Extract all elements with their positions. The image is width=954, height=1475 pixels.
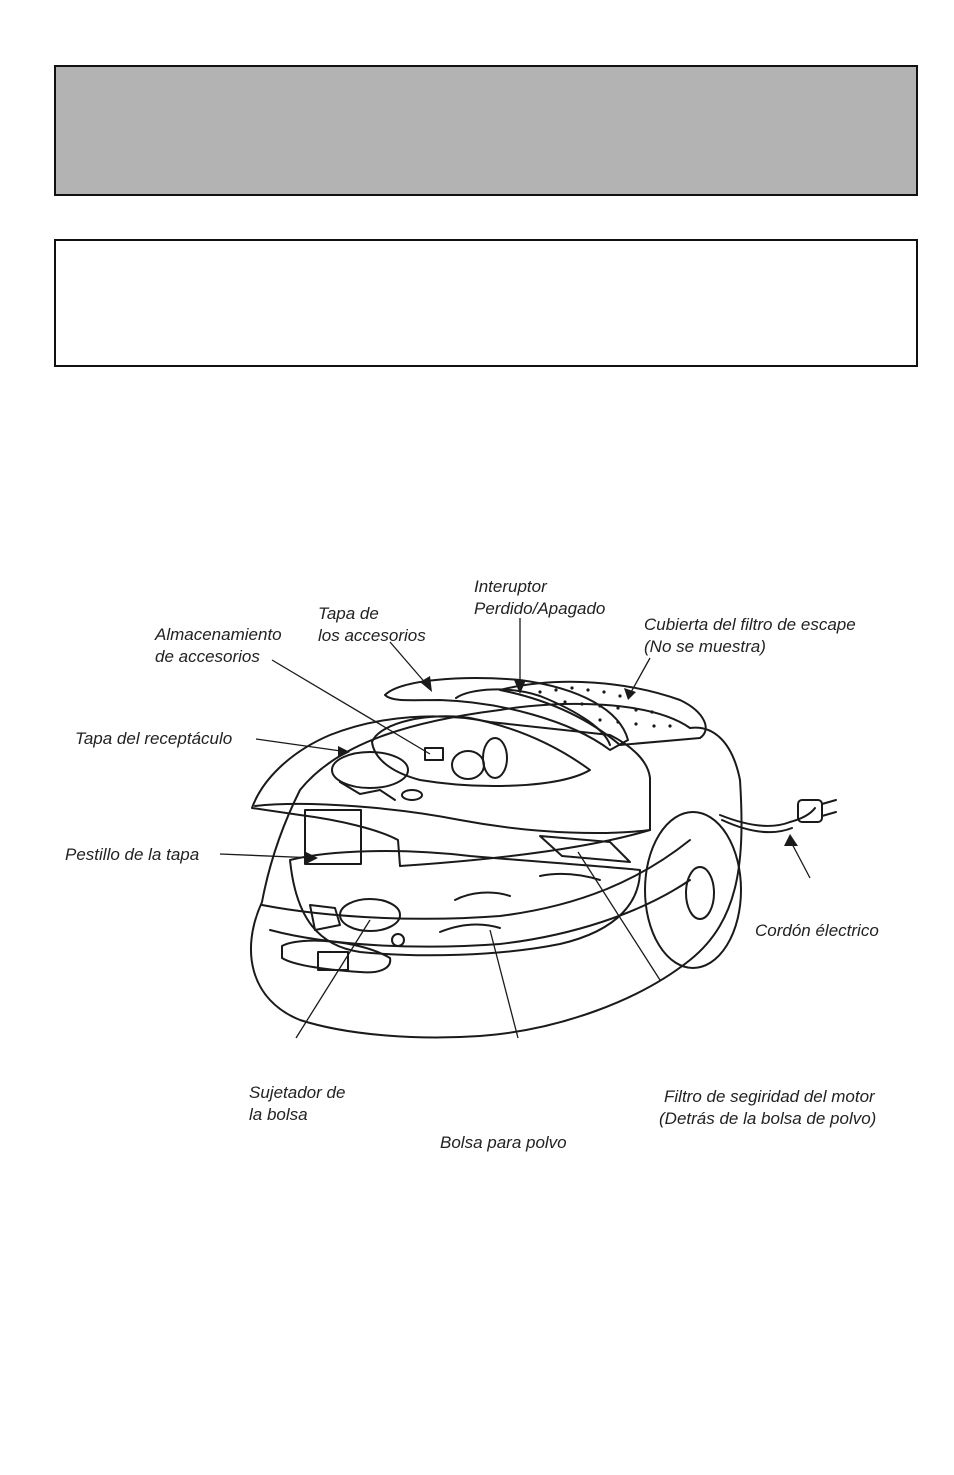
- arrow-bag-lid: [338, 746, 350, 758]
- front-slot: [317, 951, 349, 971]
- lid-button: [401, 789, 423, 801]
- leader-bag-holder: [295, 919, 371, 1039]
- tool-storage: [371, 715, 591, 787]
- motor-filter: [539, 835, 631, 863]
- leader-motor-filter: [577, 851, 661, 981]
- arrow-exhaust: [624, 688, 636, 700]
- label-motor-filter-line1: Filtro de segiridad del motor: [664, 1087, 875, 1106]
- exhaust-hole: [598, 704, 602, 708]
- label-switch-line1: Interuptor: [474, 577, 547, 596]
- label-switch: Interuptor Perdido/Apagado: [474, 576, 605, 620]
- exhaust-hole: [616, 720, 620, 724]
- label-bag-lid: Tapa del receptáculo: [75, 729, 233, 748]
- shell-inner-line: [261, 839, 691, 920]
- leader-bag-lid: [255, 738, 349, 753]
- exhaust-hole: [634, 722, 638, 726]
- leader-dust-bag: [489, 929, 519, 1039]
- leader-tool-storage: [271, 659, 431, 755]
- power-cord-2: [721, 819, 793, 834]
- exhaust-hole: [668, 724, 672, 728]
- leader-tool-cover: [389, 641, 429, 687]
- power-cord: [719, 807, 816, 827]
- bag-holder-knob: [391, 933, 405, 947]
- exhaust-hole: [602, 690, 606, 694]
- wheel-hub: [685, 866, 715, 920]
- exhaust-cover: [499, 680, 707, 746]
- bag-wrinkle-3: [439, 923, 501, 933]
- bag-wrinkle-2: [539, 872, 601, 881]
- bag-wrinkle-1: [454, 891, 511, 901]
- header-band: [54, 65, 918, 196]
- arrow-latch: [306, 852, 318, 864]
- label-exhaust-cover-line2: (No se muestra): [644, 637, 766, 656]
- leader-exhaust: [629, 657, 651, 695]
- exhaust-hole: [650, 710, 654, 714]
- exhaust-hole: [586, 688, 590, 692]
- label-exhaust-cover: Cubierta del filtro de escape (No se mue…: [644, 614, 856, 658]
- bumper-line: [269, 879, 691, 948]
- exhaust-hole: [598, 718, 602, 722]
- canister-body: [250, 702, 743, 1039]
- label-tool-storage: Almacenamiento de accesorios: [155, 624, 282, 668]
- exhaust-hole: [634, 708, 638, 712]
- plug-prong-1: [821, 799, 837, 805]
- leader-cord: [789, 839, 811, 879]
- label-bag-holder-line1: Sujetador de: [249, 1083, 346, 1102]
- bag-lid-top: [254, 802, 651, 834]
- label-tool-cover-line1: Tapa de: [318, 604, 379, 623]
- label-exhaust-cover-line1: Cubierta del filtro de escape: [644, 615, 856, 634]
- label-tool-cover-line2: los accesorios: [318, 626, 426, 645]
- label-motor-filter: Filtro de segiridad del motor (Detrás de…: [659, 1086, 876, 1130]
- label-cord: Cordón électrico: [755, 921, 879, 940]
- label-dust-bag: Bolsa para polvo: [440, 1133, 567, 1152]
- arrow-switch: [514, 680, 526, 694]
- exhaust-hole: [538, 690, 542, 694]
- arrow-cord: [784, 834, 798, 846]
- tool-roller: [482, 737, 508, 779]
- exhaust-hole: [563, 700, 567, 704]
- label-motor-filter-line2: (Detrás de la bolsa de polvo): [659, 1109, 877, 1128]
- exhaust-hole: [652, 724, 656, 728]
- label-switch-line2: Perdido/Apagado: [474, 599, 606, 618]
- label-bag-holder-line2: la bolsa: [249, 1105, 308, 1124]
- tool-cover: [384, 677, 629, 751]
- leader-latch: [219, 853, 317, 859]
- bag-lid: [251, 715, 651, 867]
- front-handle: [281, 939, 392, 974]
- notice-box: [54, 239, 918, 367]
- label-lid-latch: Pestillo de la tapa: [65, 845, 200, 864]
- exhaust-hole: [616, 706, 620, 710]
- label-tool-storage-line2: de accesorios: [155, 647, 260, 666]
- plug: [797, 799, 823, 823]
- lid-latch: [304, 809, 362, 865]
- label-bag-holder: Sujetador de la bolsa: [249, 1082, 345, 1126]
- label-tool-cover: Tapa de los accesorios: [318, 603, 426, 647]
- bag-holder-ring: [339, 898, 401, 932]
- exhaust-hole: [618, 694, 622, 698]
- dust-bag: [289, 850, 641, 957]
- label-tool-storage-line1: Almacenamiento: [155, 625, 282, 644]
- exhaust-hole: [570, 686, 574, 690]
- bag-holder-clip: [309, 904, 341, 931]
- rear-wheel: [644, 811, 742, 969]
- tool-crevice: [424, 747, 444, 761]
- lid-port-key: [339, 781, 396, 801]
- lid-port: [331, 751, 409, 789]
- arrow-tool-cover: [420, 676, 432, 692]
- plug-prong-2: [821, 811, 837, 817]
- exhaust-hole: [580, 702, 584, 706]
- tool-brush: [451, 750, 485, 780]
- exhaust-hole: [554, 688, 558, 692]
